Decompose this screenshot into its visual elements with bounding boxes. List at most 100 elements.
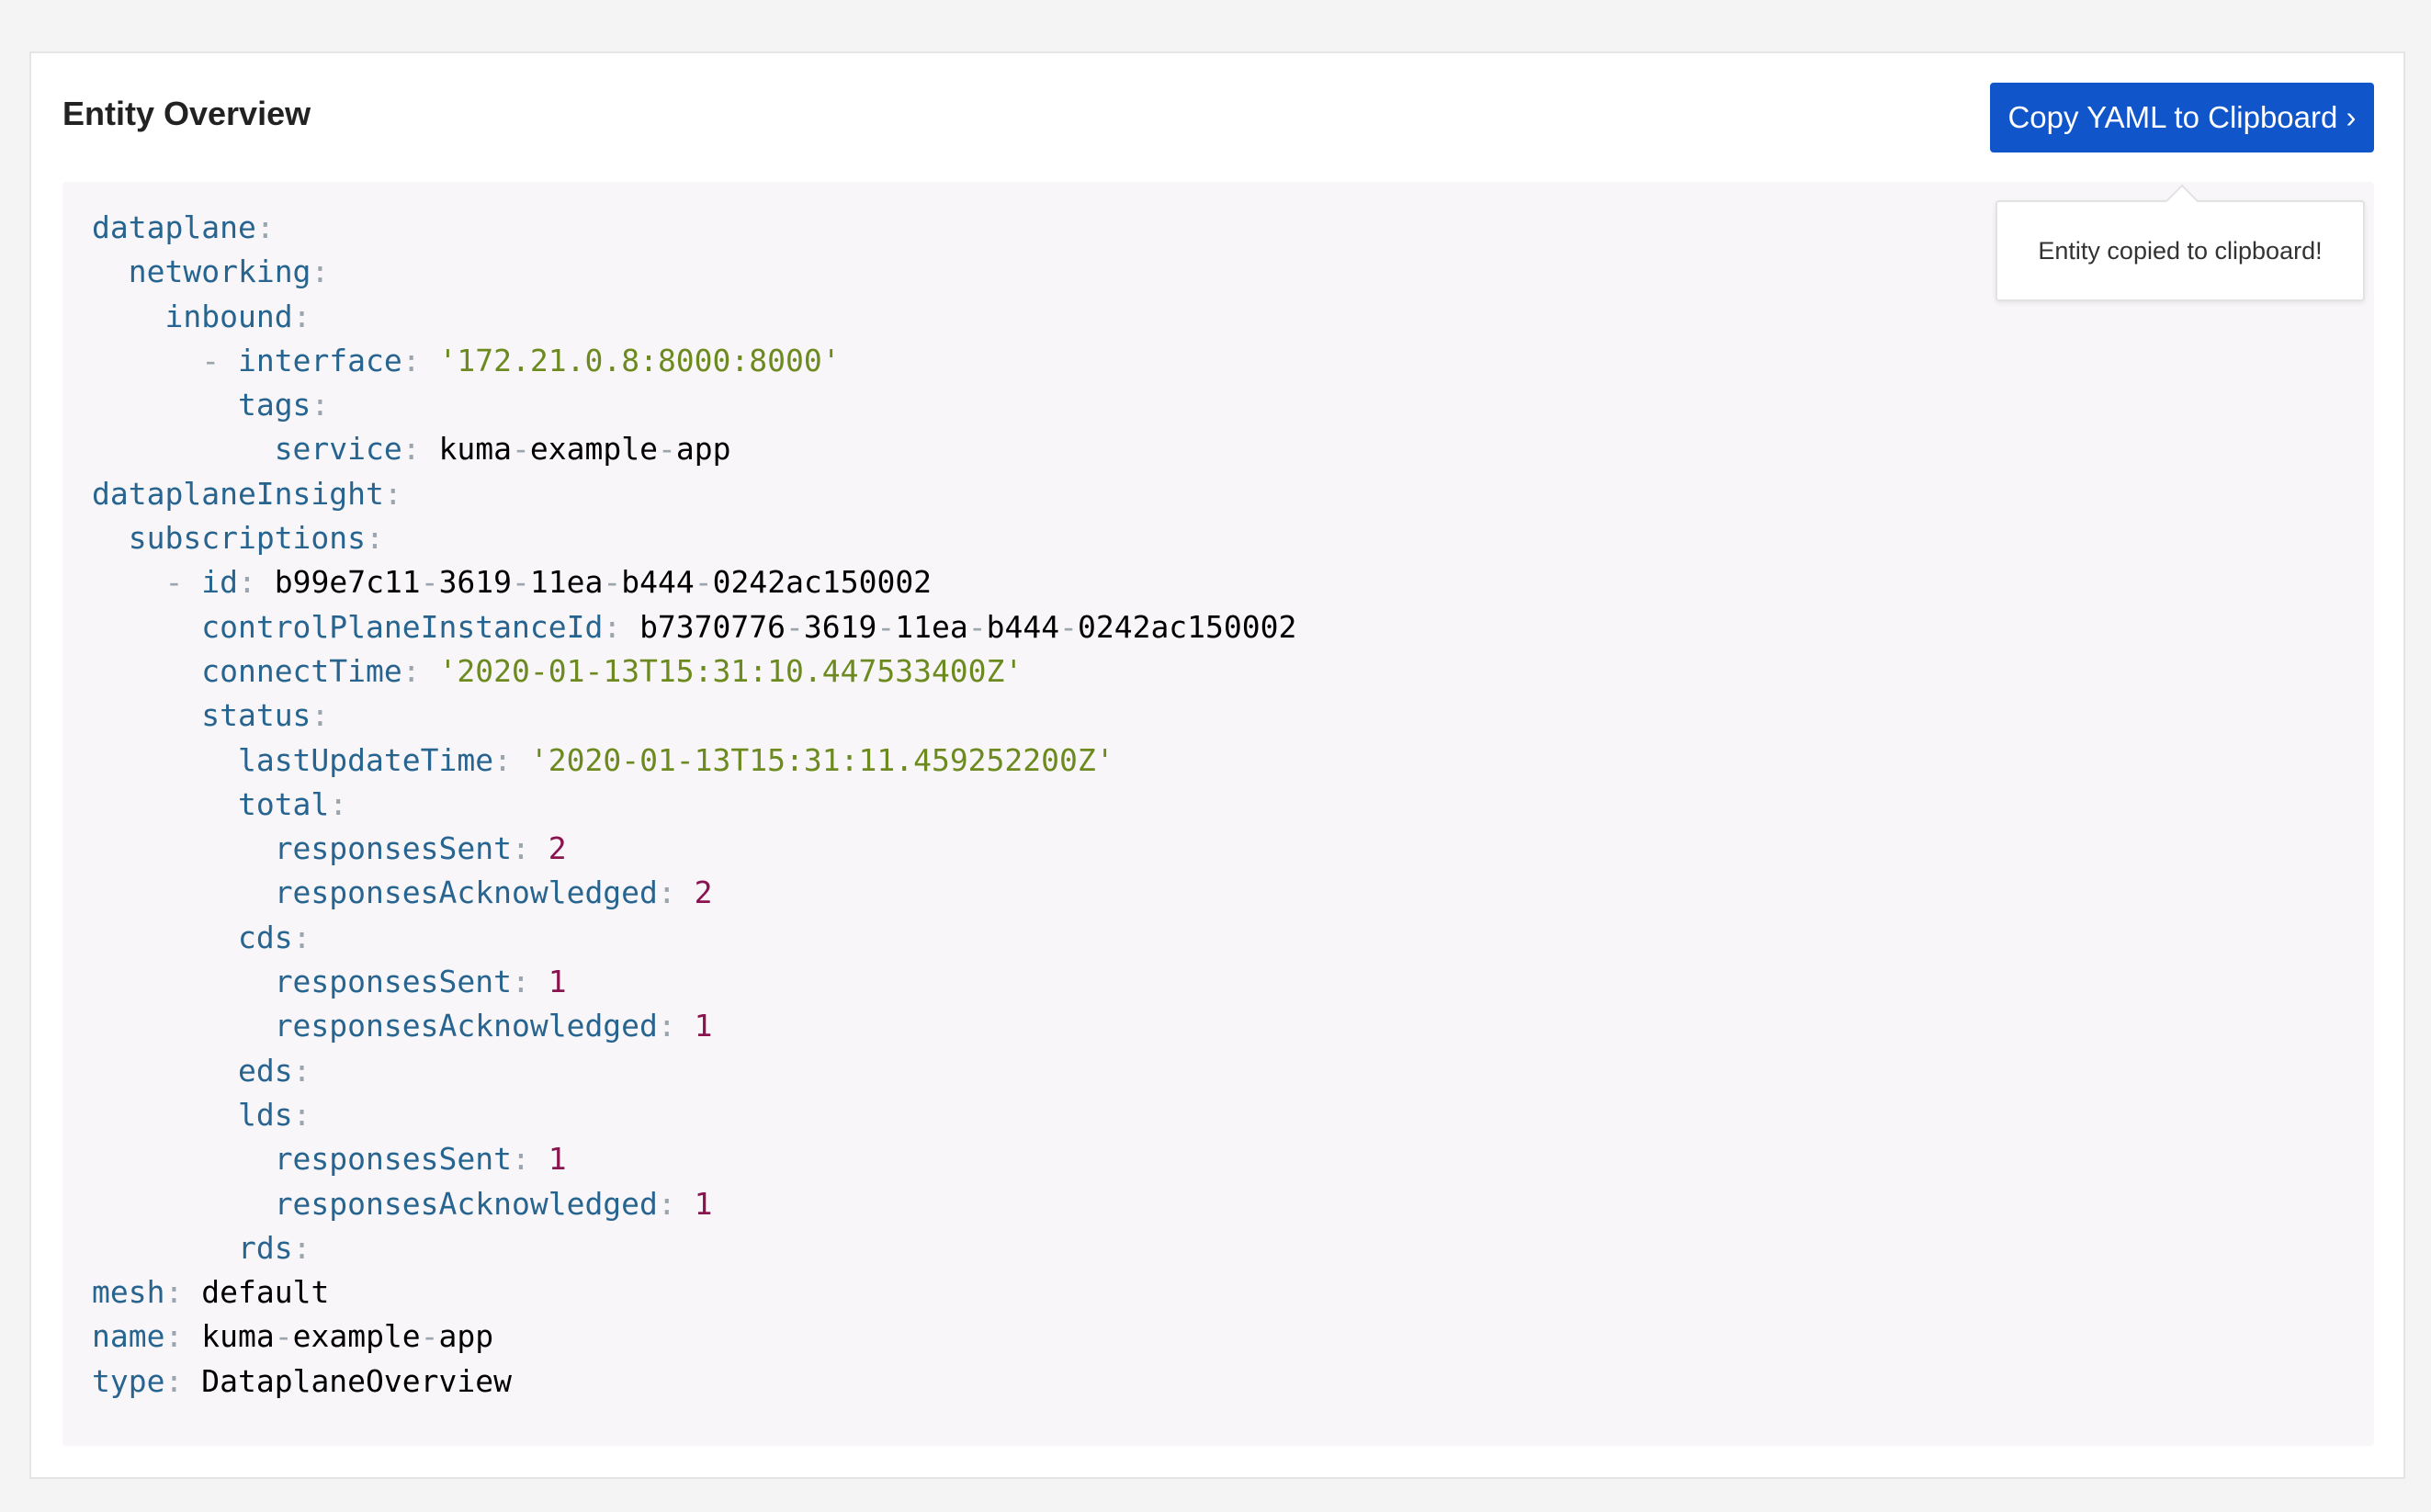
yaml-token: connectTime bbox=[201, 652, 402, 689]
yaml-token: status bbox=[201, 697, 311, 734]
yaml-token: cds bbox=[237, 919, 293, 955]
yaml-token: - bbox=[657, 431, 676, 468]
yaml-token: '2020-01-13T15:31:10.447533400Z' bbox=[438, 652, 1023, 689]
yaml-token: - bbox=[694, 564, 713, 601]
yaml-token: 1 bbox=[548, 964, 567, 1000]
yaml-token: - bbox=[603, 564, 622, 601]
yaml-token: b444 bbox=[986, 608, 1060, 645]
yaml-token: 11ea bbox=[895, 608, 968, 645]
yaml-code-panel: dataplane: networking: inbound: - interf… bbox=[62, 182, 2374, 1446]
yaml-token: 0242ac150002 bbox=[1077, 608, 1297, 645]
yaml-token: : bbox=[164, 1274, 202, 1311]
yaml-token bbox=[92, 1008, 275, 1044]
yaml-token: id bbox=[201, 564, 238, 601]
yaml-token: tags bbox=[237, 387, 311, 423]
yaml-token: : bbox=[311, 697, 330, 734]
yaml-token bbox=[92, 697, 201, 733]
yaml-token: 11ea bbox=[529, 564, 604, 601]
yaml-token: subscriptions bbox=[128, 520, 367, 557]
yaml-token: eds bbox=[237, 1052, 293, 1089]
yaml-token bbox=[92, 1230, 238, 1266]
yaml-token bbox=[92, 1097, 238, 1133]
yaml-token: kuma bbox=[201, 1318, 275, 1355]
yaml-token: - bbox=[164, 564, 202, 601]
yaml-token: : bbox=[255, 209, 275, 245]
yaml-token: : bbox=[311, 254, 330, 290]
yaml-line: dataplaneInsight: bbox=[92, 472, 1296, 516]
yaml-token: : bbox=[383, 475, 402, 512]
yaml-token: app bbox=[438, 1318, 494, 1355]
yaml-line: cds: bbox=[92, 916, 1296, 960]
yaml-line: tags: bbox=[92, 383, 1296, 427]
yaml-token bbox=[92, 299, 164, 334]
yaml-code-block: dataplane: networking: inbound: - interf… bbox=[92, 206, 1296, 1404]
yaml-token: 2 bbox=[548, 830, 567, 867]
yaml-token bbox=[92, 1186, 275, 1222]
yaml-token: : bbox=[292, 1052, 311, 1089]
yaml-token: - bbox=[1059, 608, 1078, 645]
yaml-line: lds: bbox=[92, 1093, 1296, 1137]
copied-tooltip: Entity copied to clipboard! bbox=[1996, 184, 2365, 301]
yaml-token bbox=[92, 653, 201, 689]
yaml-token: 2 bbox=[694, 874, 713, 911]
yaml-line: subscriptions: bbox=[92, 516, 1296, 560]
yaml-token bbox=[92, 431, 275, 467]
yaml-token: lastUpdateTime bbox=[237, 741, 494, 778]
yaml-line: rds: bbox=[92, 1226, 1296, 1270]
tooltip-message: Entity copied to clipboard! bbox=[2038, 237, 2323, 265]
yaml-token: : bbox=[511, 964, 548, 1000]
yaml-token: - bbox=[274, 1318, 293, 1355]
yaml-token: '2020-01-13T15:31:11.459252200Z' bbox=[529, 741, 1114, 778]
yaml-token: : bbox=[292, 298, 311, 334]
yaml-token: lds bbox=[237, 1096, 293, 1133]
yaml-token: : bbox=[603, 608, 640, 645]
yaml-token bbox=[92, 1053, 238, 1089]
yaml-token: example bbox=[292, 1318, 421, 1355]
yaml-line: responsesSent: 1 bbox=[92, 960, 1296, 1004]
yaml-line: responsesSent: 2 bbox=[92, 827, 1296, 871]
yaml-token: responsesAcknowledged bbox=[274, 1185, 658, 1222]
yaml-line: name: kuma-example-app bbox=[92, 1315, 1296, 1359]
copy-yaml-button[interactable]: Copy YAML to Clipboard › bbox=[1990, 83, 2374, 152]
yaml-token: responsesSent bbox=[274, 964, 512, 1000]
yaml-line: eds: bbox=[92, 1049, 1296, 1093]
yaml-token: responsesAcknowledged bbox=[274, 1008, 658, 1044]
yaml-token: : bbox=[366, 520, 384, 557]
yaml-token: : bbox=[401, 431, 439, 468]
yaml-token: - bbox=[876, 608, 896, 645]
yaml-token: : bbox=[292, 919, 311, 955]
yaml-token: dataplaneInsight bbox=[92, 475, 384, 512]
yaml-token: interface bbox=[237, 342, 402, 378]
yaml-token: responsesAcknowledged bbox=[274, 874, 658, 911]
yaml-token: - bbox=[420, 1318, 439, 1355]
yaml-token bbox=[92, 920, 238, 955]
yaml-token: mesh bbox=[92, 1274, 165, 1311]
yaml-line: networking: bbox=[92, 250, 1296, 294]
yaml-token: 1 bbox=[548, 1141, 567, 1178]
card-title: Entity Overview bbox=[62, 95, 311, 132]
yaml-token: 3619 bbox=[803, 608, 877, 645]
yaml-token: b7370776 bbox=[639, 608, 786, 645]
yaml-token bbox=[92, 609, 201, 645]
yaml-line: inbound: bbox=[92, 295, 1296, 339]
yaml-token: responsesSent bbox=[274, 1141, 512, 1178]
yaml-token: 0242ac150002 bbox=[712, 564, 933, 601]
yaml-line: total: bbox=[92, 783, 1296, 827]
yaml-token: : bbox=[329, 785, 348, 822]
yaml-token bbox=[92, 830, 275, 866]
yaml-token: total bbox=[237, 785, 330, 822]
yaml-line: responsesSent: 1 bbox=[92, 1137, 1296, 1181]
yaml-token: : bbox=[237, 564, 275, 601]
yaml-token: 1 bbox=[694, 1185, 713, 1222]
yaml-token: : bbox=[311, 387, 330, 423]
yaml-token bbox=[92, 964, 275, 999]
yaml-token: : bbox=[493, 741, 530, 778]
yaml-token: service bbox=[274, 431, 402, 468]
yaml-line: status: bbox=[92, 694, 1296, 738]
yaml-token bbox=[92, 564, 164, 600]
yaml-token: DataplaneOverview bbox=[201, 1362, 512, 1399]
yaml-line: mesh: default bbox=[92, 1270, 1296, 1315]
yaml-token bbox=[92, 387, 238, 423]
yaml-token bbox=[92, 874, 275, 910]
yaml-token: - bbox=[512, 564, 530, 601]
